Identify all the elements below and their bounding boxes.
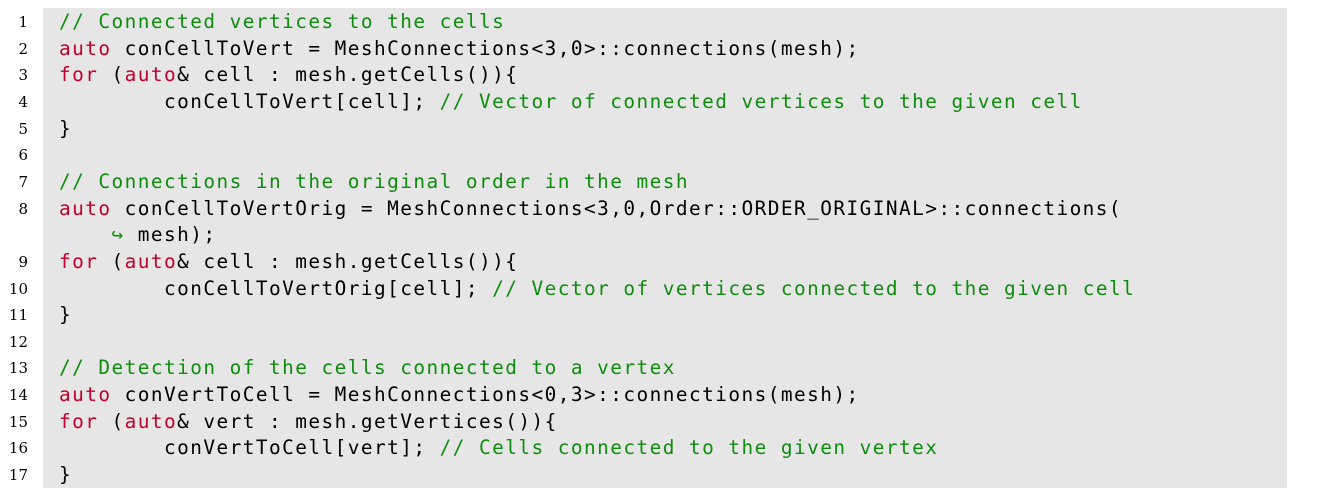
code-line-16: 16 conVertToCell[vert]; // Cells connect… bbox=[0, 435, 1323, 461]
comment-token: // Vector of vertices connected to the g… bbox=[492, 276, 1136, 300]
code-line-14: 14 auto conVertToCell = MeshConnections<0… bbox=[0, 382, 1323, 408]
code-token: conCellToVertOrig[cell]; bbox=[59, 276, 493, 300]
code-token: conVertToCell = MeshConnections<0,3>::co… bbox=[111, 383, 860, 407]
code-token: conCellToVert[cell]; bbox=[59, 89, 440, 113]
code-token: & vert : mesh.getVertices()){ bbox=[177, 409, 558, 433]
code-token: & cell : mesh.getCells()){ bbox=[177, 249, 519, 273]
code-line-10: 10 conCellToVertOrig[cell]; // Vector of… bbox=[0, 276, 1323, 302]
code-text: conCellToVertOrig[cell]; // Vector of ve… bbox=[59, 276, 1135, 302]
code-text: auto conCellToVert = MeshConnections<3,0… bbox=[59, 36, 860, 62]
code-text: auto conVertToCell = MeshConnections<0,3… bbox=[59, 382, 860, 408]
code-token: } bbox=[59, 116, 73, 140]
code-text: for (auto& cell : mesh.getCells()){ bbox=[59, 62, 518, 88]
code-line-1: 1 // Connected vertices to the cells bbox=[0, 9, 1323, 35]
code-text: for (auto& vert : mesh.getVertices()){ bbox=[59, 409, 558, 435]
keyword-token: auto bbox=[124, 409, 178, 433]
code-token: ( bbox=[98, 409, 125, 433]
keyword-token: auto bbox=[124, 63, 178, 87]
code-text: } bbox=[59, 116, 72, 142]
line-number: 1 bbox=[18, 13, 28, 31]
keyword-token: auto bbox=[59, 196, 112, 220]
line-number: 6 bbox=[18, 146, 28, 165]
keyword-token: auto bbox=[59, 36, 112, 60]
keyword-token: for bbox=[59, 63, 99, 87]
line-number: 15 bbox=[8, 412, 28, 431]
comment-token: // Cells connected to the given vertex bbox=[439, 436, 939, 460]
line-number: 13 bbox=[8, 359, 28, 378]
code-line-13: 13 // Detection of the cells connected to… bbox=[0, 355, 1323, 381]
code-line-12: 12 bbox=[0, 329, 1323, 355]
keyword-token: auto bbox=[124, 249, 178, 273]
code-line-8: 8 auto conCellToVertOrig = MeshConnection… bbox=[0, 196, 1323, 222]
code-line-11: 11} bbox=[0, 302, 1323, 328]
line-number: 5 bbox=[18, 119, 28, 138]
code-line-7: 7 // Connections in the original order in… bbox=[0, 169, 1323, 195]
line-number: 11 bbox=[8, 306, 28, 325]
code-text: // Connections in the original order in … bbox=[59, 169, 689, 195]
line-number: 8 bbox=[18, 199, 28, 218]
line-number: 12 bbox=[8, 332, 28, 351]
code-line-2: 2 auto conCellToVert = MeshConnections<3,… bbox=[0, 36, 1323, 62]
line-number: 10 bbox=[8, 279, 28, 298]
code-token: } bbox=[59, 463, 73, 487]
code-text: auto conCellToVertOrig = MeshConnections… bbox=[59, 196, 1122, 222]
code-line-15: 15 for (auto& vert : mesh.getVertices()){ bbox=[0, 409, 1323, 435]
code-text: } bbox=[59, 302, 72, 328]
comment-token: // Connected vertices to the cells bbox=[59, 10, 506, 33]
line-number: 16 bbox=[8, 439, 28, 458]
code-line-6: 6 bbox=[0, 142, 1323, 168]
line-number: 17 bbox=[8, 466, 28, 485]
comment-token: // Detection of the cells connected to a… bbox=[59, 356, 676, 380]
code-text: conVertToCell[vert]; // Cells connected … bbox=[59, 435, 938, 461]
line-number: 14 bbox=[8, 386, 28, 405]
keyword-token: auto bbox=[59, 383, 112, 407]
code-text: conCellToVert[cell]; // Vector of connec… bbox=[59, 89, 1083, 115]
line-number: 4 bbox=[18, 92, 28, 111]
code-token: ( bbox=[98, 249, 125, 273]
code-line-continuation: ↪ mesh); bbox=[0, 222, 1323, 248]
line-number: 2 bbox=[18, 39, 28, 58]
comment-token: // Vector of connected vertices to the g… bbox=[439, 89, 1083, 113]
code-token: conVertToCell[vert]; bbox=[59, 436, 440, 460]
code-line-4: 4 conCellToVert[cell]; // Vector of conn… bbox=[0, 89, 1323, 115]
code-text: // Detection of the cells connected to a… bbox=[59, 355, 676, 381]
keyword-token: for bbox=[59, 409, 99, 433]
line-number: 3 bbox=[18, 66, 28, 85]
code-text: // Connected vertices to the cells bbox=[59, 9, 505, 35]
keyword-token: for bbox=[59, 249, 99, 273]
code-line-9: 9 for (auto& cell : mesh.getCells()){ bbox=[0, 249, 1323, 275]
comment-token: // Connections in the original order in … bbox=[59, 169, 689, 193]
code-token: ( bbox=[98, 63, 125, 87]
code-background bbox=[43, 8, 1287, 488]
code-token: mesh); bbox=[124, 223, 217, 247]
code-token: & cell : mesh.getCells()){ bbox=[177, 63, 519, 87]
line-wrap-arrow-icon: ↪ bbox=[111, 223, 125, 247]
code-token: conCellToVertOrig = MeshConnections<3,0,… bbox=[111, 196, 1123, 220]
code-token bbox=[59, 223, 112, 246]
code-text: for (auto& cell : mesh.getCells()){ bbox=[59, 249, 518, 275]
code-line-17: 17} bbox=[0, 462, 1323, 488]
code-token: conCellToVert = MeshConnections<3,0>::co… bbox=[111, 36, 860, 60]
code-text: } bbox=[59, 462, 72, 488]
code-line-5: 5} bbox=[0, 116, 1323, 142]
code-text: ↪ mesh); bbox=[59, 222, 217, 248]
code-line-3: 3 for (auto& cell : mesh.getCells()){ bbox=[0, 62, 1323, 88]
line-number: 7 bbox=[18, 172, 28, 191]
code-token: } bbox=[59, 303, 73, 327]
line-number: 9 bbox=[18, 252, 28, 271]
